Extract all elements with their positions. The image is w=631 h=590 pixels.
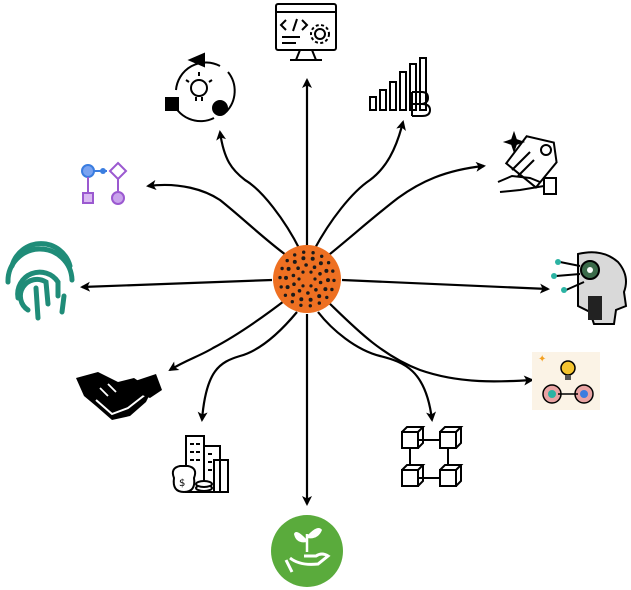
handshake-icon	[76, 372, 162, 420]
hub-dot	[285, 285, 290, 290]
hub-dot	[326, 278, 330, 283]
hub-dot	[301, 270, 305, 274]
hub-dot	[310, 256, 315, 261]
hub-dot	[313, 277, 317, 281]
idea-connection-icon: ✦	[532, 352, 600, 410]
hub-dot	[299, 303, 303, 307]
hub-dot	[283, 293, 288, 297]
arrow-left-lower	[168, 297, 289, 372]
hub-dot	[284, 275, 288, 280]
hub-dot	[302, 250, 306, 254]
hub-dot	[280, 266, 284, 271]
plant-in-hand-icon	[271, 515, 343, 587]
hub-dot	[331, 269, 335, 273]
hub-dot	[317, 301, 321, 305]
hub-dot	[291, 292, 296, 297]
hub-dot	[301, 284, 305, 288]
hub-dot	[330, 287, 334, 292]
hub-dot	[299, 297, 304, 302]
arrow-right-upper	[324, 161, 486, 259]
hub-node	[273, 245, 341, 313]
hub-dot	[292, 259, 297, 264]
hub-dot	[309, 284, 313, 288]
fingerprint-icon	[5, 241, 75, 321]
hub-dot	[306, 291, 310, 295]
hub-dot	[317, 294, 322, 299]
arrows	[80, 78, 550, 506]
hub-dot	[290, 300, 294, 304]
hub-dot	[297, 277, 301, 281]
bitcoin-growth-chart-icon	[369, 57, 432, 117]
price-tag-hand-icon	[497, 130, 558, 195]
hub-dot	[320, 254, 324, 258]
hub-dot	[304, 263, 308, 267]
hub-dot	[332, 278, 336, 283]
arrow-down-left	[197, 311, 298, 422]
code-settings-monitor-icon	[275, 3, 337, 61]
ai-head-gear-icon	[551, 251, 628, 325]
hub-dot	[323, 287, 328, 292]
arrow-down-right	[317, 311, 437, 422]
hub-dot	[324, 268, 329, 273]
arrow-left	[80, 278, 273, 292]
hub-dot	[292, 282, 296, 287]
hub-dot	[279, 285, 283, 289]
workflow-diagram-icon	[81, 161, 128, 205]
hub-dot	[297, 289, 302, 293]
hub-dot	[286, 266, 291, 271]
idea-megaphone-cycle-icon	[165, 52, 236, 123]
hub-dot	[309, 270, 313, 274]
hub-dot	[314, 288, 318, 292]
hub-dot	[312, 265, 317, 270]
arrow-right-lower	[325, 299, 534, 386]
hub-dot	[326, 261, 331, 265]
hub-dot	[301, 256, 306, 261]
hub-dot	[311, 251, 315, 255]
finance-buildings-icon: $	[171, 435, 229, 494]
hub-dot	[318, 261, 323, 266]
hub-dot	[318, 280, 323, 285]
hub-dot	[293, 253, 297, 257]
hub-dot	[325, 295, 329, 300]
arrow-left-upper	[146, 180, 291, 259]
arrow-right	[341, 278, 550, 294]
hub-dot	[308, 304, 312, 308]
arrow-up-left	[216, 130, 301, 251]
orange-radial-dots-icon	[273, 245, 341, 313]
arrow-up-right	[313, 120, 406, 251]
hub-dot	[296, 266, 300, 271]
hub-dot	[285, 258, 289, 263]
hub-dot	[278, 275, 282, 280]
svg-text:$: $	[179, 478, 185, 489]
hub-dot	[318, 272, 322, 276]
svg-text:✦: ✦	[538, 354, 546, 365]
hub-dot	[291, 273, 296, 278]
hub-dot	[308, 297, 313, 302]
blockchain-cubes-icon	[401, 426, 464, 487]
